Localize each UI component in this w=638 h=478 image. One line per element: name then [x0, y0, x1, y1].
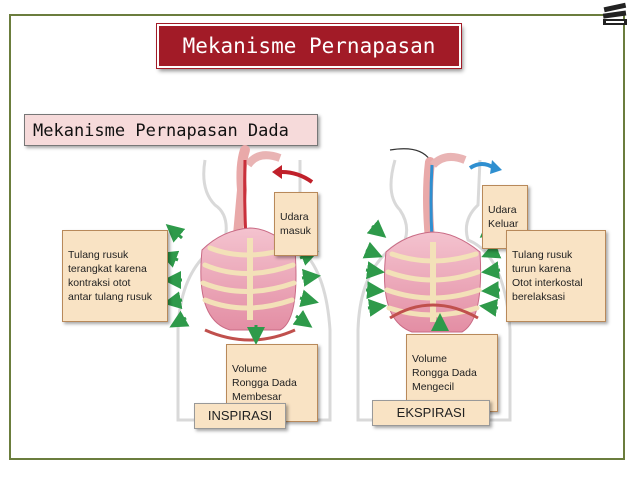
ekspirasi-phase-label: EKSPIRASI	[372, 400, 490, 426]
ekspirasi-figure	[356, 148, 512, 422]
section-title: Mekanisme Pernapasan Dada	[24, 114, 318, 146]
inspirasi-phase-label: INSPIRASI	[194, 403, 286, 429]
slide-frame	[9, 14, 625, 460]
stack-icon	[602, 2, 627, 25]
main-title: Mekanisme Pernapasan	[156, 23, 462, 69]
